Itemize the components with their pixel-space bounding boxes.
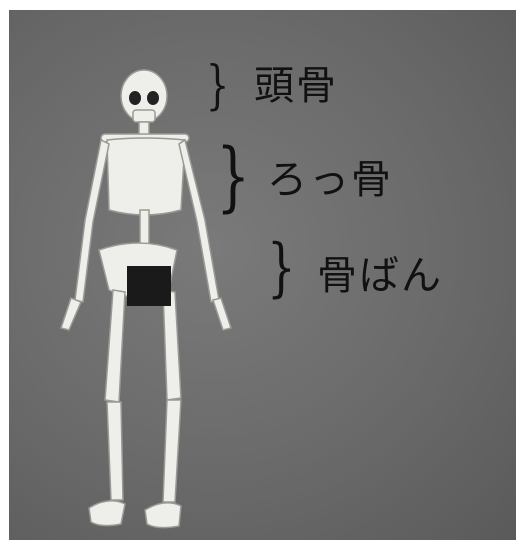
rib-cage: [107, 138, 185, 215]
label-ribs: ろっ骨: [267, 160, 393, 200]
skeleton-photo: } 頭骨 } ろっ骨 } 骨ばん: [9, 10, 516, 540]
brace-skull: }: [206, 60, 229, 112]
brace-ribs: }: [216, 138, 250, 214]
label-skull: 頭骨: [254, 66, 338, 106]
brace-pelvis: }: [267, 236, 296, 300]
label-pelvis: 骨ばん: [317, 256, 443, 296]
